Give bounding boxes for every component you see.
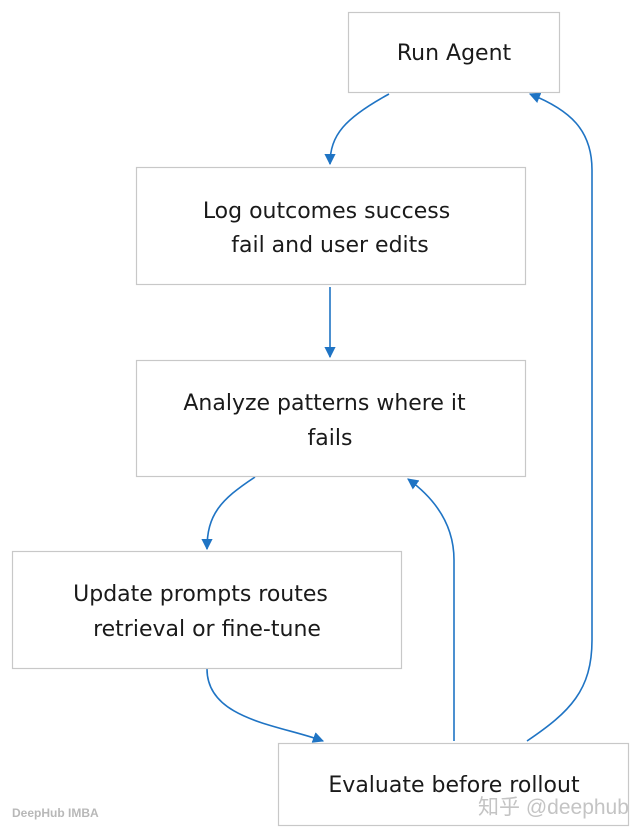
svg-text:Log outcomes success fai: Log outcomes success fail and user edits [203,199,457,258]
node-analyze-patterns-line-1: Analyze patterns where it [183,391,466,416]
edges [201,92,593,743]
edge-evaluate-to-run [526,92,593,742]
watermark-deephub-imba: DeepHub IMBA [12,806,99,820]
node-update-prompts-box [11,550,403,670]
node-evaluate-box [277,742,630,827]
node-update-prompts-line-1: Update prompts routes [73,582,328,607]
node-run-agent-line-1: Run Agent [397,41,512,66]
watermark-zhihu: 知乎 @deephub [478,796,629,819]
svg-text:Analyze patterns where it: Analyze patterns where it fails [183,391,472,451]
node-analyze-patterns-box [135,359,527,478]
node-log-outcomes-line-1: Log outcomes success [203,199,450,224]
node-log-outcomes: Log outcomes success fail and user edits [135,166,527,286]
node-run-agent: Run Agent [347,11,561,94]
edge-update-to-evaluate [206,668,325,743]
edge-analyze-to-update [201,476,256,551]
edge-evaluate-to-analyze [407,478,455,741]
node-evaluate: Evaluate before rollout [277,742,630,827]
node-analyze-patterns-line-2: fails [308,426,353,451]
node-log-outcomes-line-2: fail and user edits [231,233,429,258]
node-update-prompts: Update prompts routes retrieval or fine-… [11,550,403,670]
node-analyze-patterns: Analyze patterns where it fails [135,359,527,478]
svg-text:Evaluate before rollout: Evaluate before rollout [328,773,580,798]
node-run-agent-box [347,11,561,94]
node-log-outcomes-box [135,166,527,286]
svg-text:Run Agent: Run Agent [397,41,512,66]
svg-text:Update prompts routes re: Update prompts routes retrieval or fine-… [73,582,335,642]
edge-run-to-log [324,93,390,166]
node-update-prompts-line-2: retrieval or fine-tune [93,617,321,642]
node-evaluate-line-1: Evaluate before rollout [328,773,580,798]
